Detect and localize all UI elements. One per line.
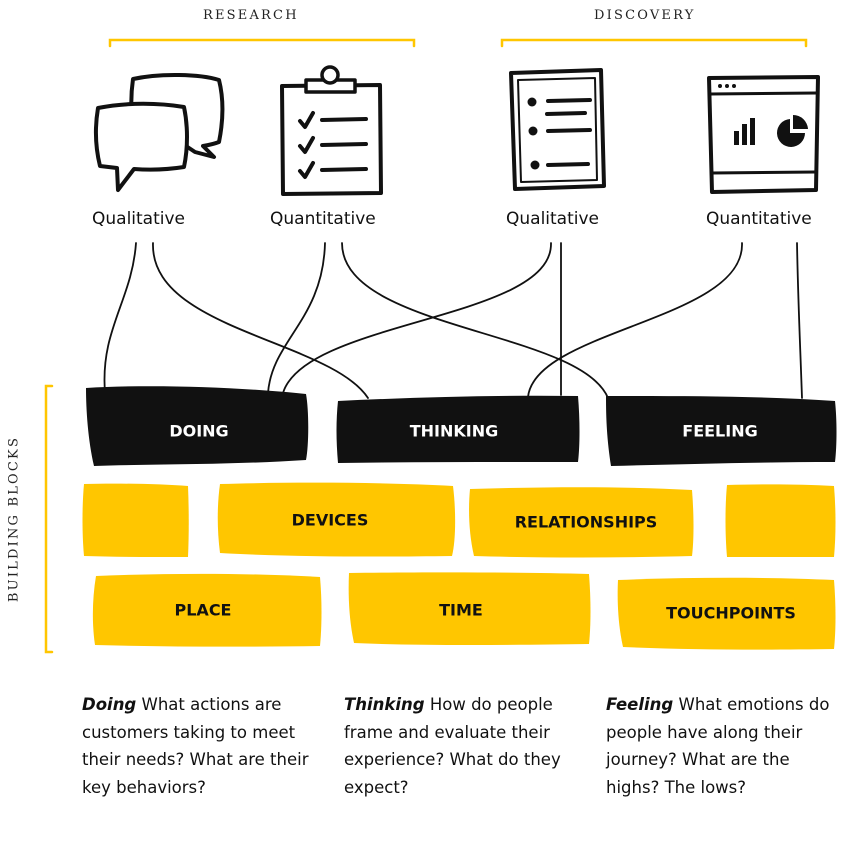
research-qualitative-label: Qualitative: [92, 209, 186, 229]
feeling-label: FEELING: [682, 421, 758, 441]
document-list-icon: [509, 68, 606, 191]
relationships-block: [469, 487, 694, 558]
thinking-text: How do people frame and evaluate their e…: [344, 695, 561, 797]
dashboard-chart-icon: [707, 75, 820, 194]
thinking-label: THINKING: [409, 421, 499, 441]
thinking-term: Thinking: [344, 695, 425, 714]
feeling-text: What emotions do people have along their…: [606, 695, 830, 797]
discovery-quantitative-label: Quantitative: [706, 209, 812, 229]
yellow-block-left-1: [82, 483, 189, 557]
time-block: [348, 572, 591, 645]
discovery-heading: DISCOVERY: [594, 8, 696, 23]
doing-text: What actions are customers taking to mee…: [82, 695, 309, 797]
relationships-label: RELATIONSHIPS: [514, 512, 658, 532]
feeling-description: Feeling What emotions do people have alo…: [606, 691, 842, 801]
doing-label: DOING: [169, 421, 229, 441]
place-label: PLACE: [174, 600, 232, 620]
discovery-qualitative-label: Qualitative: [506, 209, 600, 229]
speech-bubbles-icon: [93, 73, 225, 192]
touchpoints-label: TOUCHPOINTS: [666, 603, 796, 623]
clipboard-checklist-icon: [280, 65, 383, 196]
research-bracket: [108, 38, 416, 48]
research-quantitative-label: Quantitative: [270, 209, 376, 229]
feeling-block: [606, 396, 837, 466]
devices-block: [217, 482, 456, 557]
time-label: TIME: [439, 600, 483, 620]
touchpoints-block: [617, 577, 836, 650]
thinking-block: [336, 395, 580, 463]
connector-lines: [103, 242, 803, 399]
place-block: [92, 573, 322, 647]
feeling-term: Feeling: [606, 695, 674, 714]
doing-term: Doing: [82, 695, 137, 714]
doing-description: Doing What actions are customers taking …: [82, 691, 320, 801]
discovery-bracket: [500, 38, 808, 48]
thinking-description: Thinking How do people frame and evaluat…: [344, 691, 582, 801]
building-blocks-bracket: [44, 384, 54, 654]
doing-block: [86, 386, 309, 466]
yellow-block-right-1: [725, 484, 836, 557]
research-heading: RESEARCH: [203, 8, 299, 23]
devices-label: DEVICES: [291, 510, 369, 530]
